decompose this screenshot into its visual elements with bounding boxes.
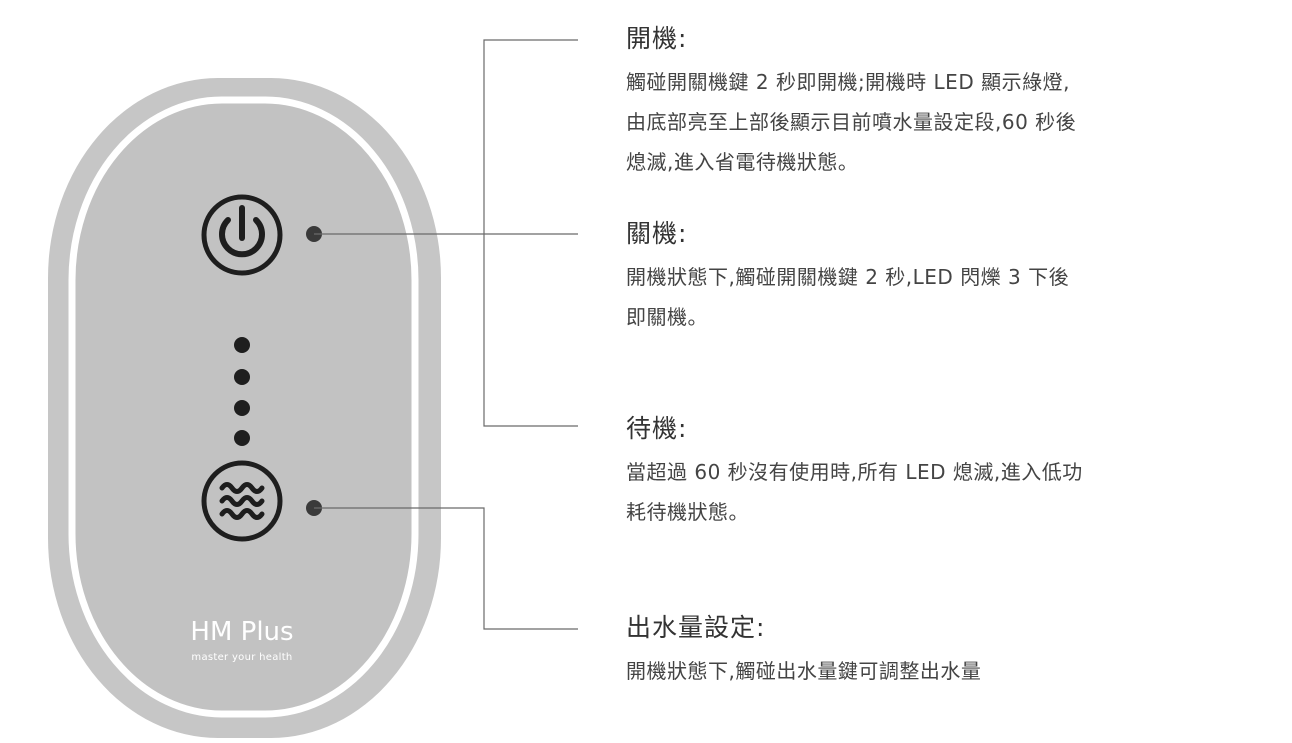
water-flow-button[interactable] — [201, 460, 283, 542]
section-title: 出水量設定: — [626, 613, 766, 642]
section-title: 待機: — [626, 414, 688, 443]
power-icon — [219, 205, 265, 258]
led-indicator-2 — [234, 369, 250, 385]
section-line: 當超過 60 秒沒有使用時,所有 LED 熄滅,進入低功 — [626, 460, 1083, 484]
section-body: 當超過 60 秒沒有使用時,所有 LED 熄滅,進入低功 耗待機狀態。 — [626, 452, 1186, 532]
brand-name: HM Plus — [190, 617, 294, 647]
water-flow-icon — [219, 482, 265, 520]
section-title: 開機: — [626, 24, 688, 53]
section-power-on: 開機: 觸碰開關機鍵 2 秒即開機;開機時 LED 顯示綠燈, 由底部亮至上部後… — [626, 24, 1186, 182]
section-body: 開機狀態下,觸碰開關機鍵 2 秒,LED 閃爍 3 下後 即關機。 — [626, 257, 1186, 337]
leader-flow — [314, 507, 578, 630]
leader-power-bracket — [483, 39, 578, 427]
section-line: 熄滅,進入省電待機狀態。 — [626, 150, 859, 174]
section-line: 即關機。 — [626, 305, 708, 329]
section-line: 由底部亮至上部後顯示目前噴水量設定段,60 秒後 — [626, 110, 1077, 134]
led-indicator-4 — [234, 430, 250, 446]
section-body: 觸碰開關機鍵 2 秒即開機;開機時 LED 顯示綠燈, 由底部亮至上部後顯示目前… — [626, 62, 1186, 182]
section-line: 開機狀態下,觸碰開關機鍵 2 秒,LED 閃爍 3 下後 — [626, 265, 1070, 289]
led-indicator-1 — [234, 337, 250, 353]
led-indicator-3 — [234, 400, 250, 416]
section-line: 觸碰開關機鍵 2 秒即開機;開機時 LED 顯示綠燈, — [626, 70, 1070, 94]
brand-tagline: master your health — [191, 652, 293, 663]
section-standby: 待機: 當超過 60 秒沒有使用時,所有 LED 熄滅,進入低功 耗待機狀態。 — [626, 414, 1186, 532]
section-line: 開機狀態下,觸碰出水量鍵可調整出水量 — [626, 659, 982, 683]
section-line: 耗待機狀態。 — [626, 500, 749, 524]
section-title: 關機: — [626, 219, 688, 248]
section-flow-setting: 出水量設定: 開機狀態下,觸碰出水量鍵可調整出水量 — [626, 613, 1186, 691]
section-body: 開機狀態下,觸碰出水量鍵可調整出水量 — [626, 651, 1186, 691]
leader-lines — [314, 39, 578, 630]
power-button[interactable] — [201, 194, 283, 276]
section-power-off: 關機: 開機狀態下,觸碰開關機鍵 2 秒,LED 閃爍 3 下後 即關機。 — [626, 219, 1186, 337]
